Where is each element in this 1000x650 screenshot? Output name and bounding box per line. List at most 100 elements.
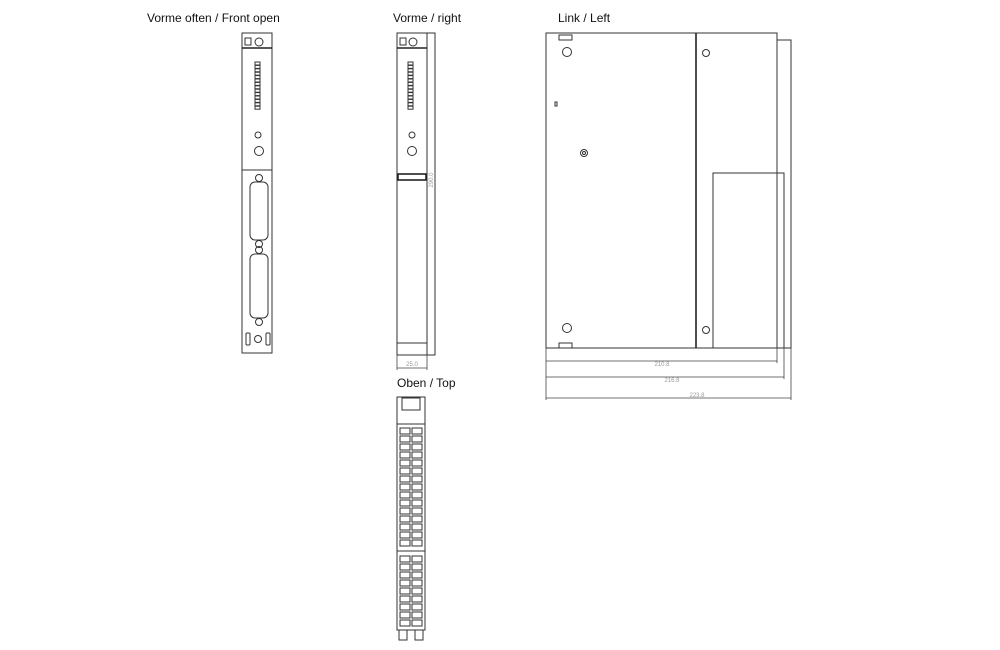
terminal [399,443,411,451]
module-outline [396,32,428,356]
terminal [399,451,411,459]
terminal [399,531,411,539]
led-indicator [407,78,414,83]
led-strip [254,61,261,110]
front-handle [397,173,427,181]
module-outline [396,396,426,631]
led-indicator [254,78,261,83]
terminal [399,475,411,483]
terminal [399,467,411,475]
terminal [399,611,411,619]
terminal [399,499,411,507]
depth-dimension-3: 223.8 [689,393,705,399]
terminal [411,579,423,587]
screw-icon [702,326,710,334]
led-indicator [407,105,414,110]
terminal [411,523,423,531]
screw-icon [702,49,710,57]
terminal [411,475,423,483]
led-strip [407,61,414,110]
front-right-view: 25.0 290.0 [396,32,436,370]
terminal [411,507,423,515]
terminal [411,435,423,443]
terminal [411,531,423,539]
terminal [399,435,411,443]
top-notch [401,397,421,411]
width-dimension: 25.0 [406,362,418,368]
front-open-title: Vorme often / Front open [147,11,280,25]
terminal [411,539,423,547]
housing-outline [545,32,697,349]
terminal [411,443,423,451]
led-indicator [254,61,261,66]
led-indicator [254,81,261,86]
terminal [411,451,423,459]
sub-d-connector-2 [249,253,269,319]
top-view [396,396,426,641]
terminal [399,571,411,579]
sub-d-connector-1 [249,181,269,241]
front-right-title: Vorme / right [393,11,462,25]
terminal [411,571,423,579]
led-indicator [254,98,261,103]
terminal [399,483,411,491]
module-outline [241,32,273,354]
terminal [399,563,411,571]
terminal [399,515,411,523]
status-icon [244,37,252,46]
led-indicator [407,81,414,86]
led-indicator [407,61,414,66]
terminal [399,507,411,515]
terminal [411,427,423,435]
led-indicator [254,102,261,107]
top-title: Oben / Top [397,376,456,390]
mode-switch-icon [254,131,262,139]
terminal [411,603,423,611]
terminal [399,595,411,603]
led-indicator [254,88,261,93]
terminal [411,563,423,571]
terminal [399,539,411,547]
led-indicator [254,95,261,100]
led-indicator [407,85,414,90]
screw-icon [580,149,588,157]
terminal [411,459,423,467]
left-view: 210.8 216.8 223.8 [545,32,792,400]
led-indicator [254,85,261,90]
depth-dimension-1: 210.8 [654,362,670,368]
terminal [399,427,411,435]
terminal [399,603,411,611]
terminal [411,555,423,563]
led-indicator [254,105,261,110]
terminal [399,555,411,563]
led-indicator [407,64,414,69]
depth-dimension-2: 216.8 [664,378,680,384]
key-switch-icon [254,37,264,47]
led-indicator [407,71,414,76]
led-indicator [407,88,414,93]
left-title: Link / Left [558,11,611,25]
terminal [411,587,423,595]
terminal [411,611,423,619]
led-indicator [254,68,261,73]
led-indicator [407,102,414,107]
terminal [411,595,423,603]
terminal-grid [399,427,423,627]
led-indicator [407,98,414,103]
terminal [411,515,423,523]
terminal [399,579,411,587]
led-indicator [254,75,261,80]
terminal [399,523,411,531]
terminal [399,587,411,595]
led-indicator [254,92,261,97]
led-indicator [254,64,261,69]
terminal [411,491,423,499]
terminal [411,483,423,491]
terminal [411,499,423,507]
terminal [399,491,411,499]
terminal [399,459,411,467]
terminal [411,619,423,627]
terminal [399,619,411,627]
led-indicator [407,75,414,80]
